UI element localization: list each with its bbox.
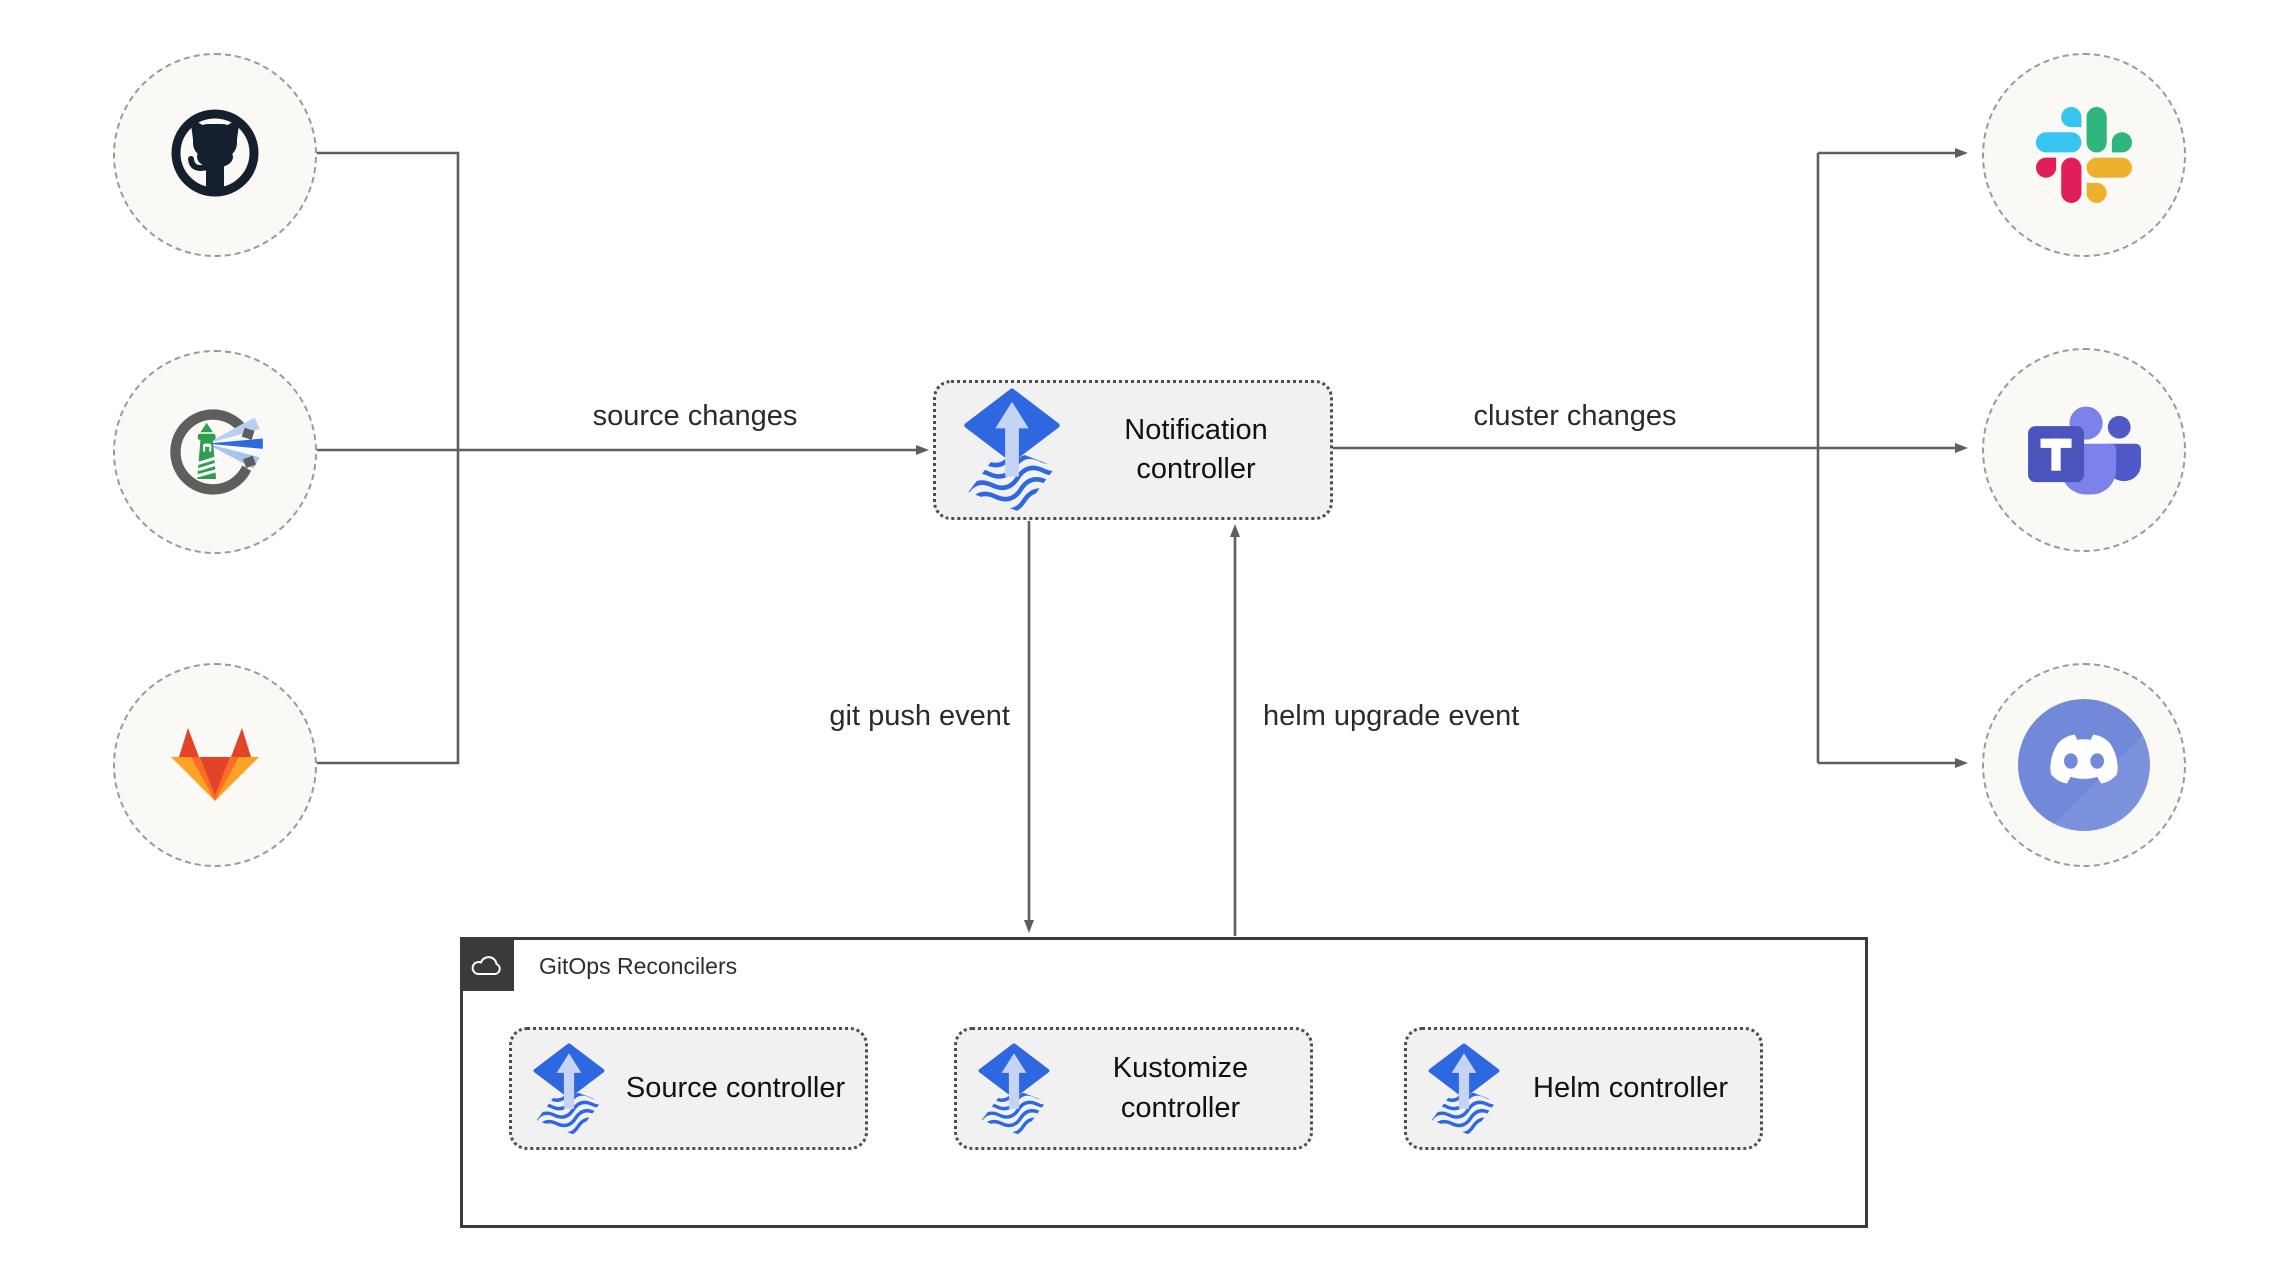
teams-icon [2028, 406, 2141, 495]
source-node-lighthouse-registry [113, 350, 317, 554]
label-cluster-changes: cluster changes [1473, 400, 1677, 432]
flux-icon [977, 1042, 1051, 1135]
provider-node-teams [1982, 348, 2186, 552]
gitlab-icon [171, 728, 259, 801]
flux-icon [962, 388, 1062, 512]
label-source-changes: source changes [592, 400, 798, 432]
provider-node-slack [1982, 53, 2186, 257]
label-helm-upgrade-event: helm upgrade event [1263, 700, 1520, 732]
github-icon [171, 109, 259, 197]
source-node-gitlab [113, 663, 317, 867]
group-badge [460, 937, 514, 991]
provider-node-discord [1982, 663, 2186, 867]
kustomize-controller-box: Kustomize controller [954, 1027, 1313, 1150]
notification-controller-box: Notification controller [933, 380, 1333, 520]
discord-icon [2018, 699, 2150, 831]
slack-icon [2036, 107, 2132, 203]
label-git-push-event: git push event [829, 700, 1010, 732]
helm-controller-box: Helm controller [1404, 1027, 1763, 1150]
cloud-icon [471, 956, 501, 975]
notification-controller-label: Notification controller [1124, 413, 1268, 485]
source-node-github [113, 53, 317, 257]
edge-sources-bracket [313, 151, 460, 765]
source-controller-box: Source controller [509, 1027, 868, 1150]
kustomize-controller-label: Kustomize controller [1112, 1052, 1249, 1124]
source-controller-label: Source controller [625, 1071, 846, 1104]
group-title: GitOps Reconcilers [539, 953, 738, 979]
flux-icon [532, 1042, 606, 1135]
flux-icon [1427, 1042, 1501, 1135]
lighthouse-icon [170, 409, 267, 495]
helm-controller-label: Helm controller [1533, 1071, 1728, 1104]
